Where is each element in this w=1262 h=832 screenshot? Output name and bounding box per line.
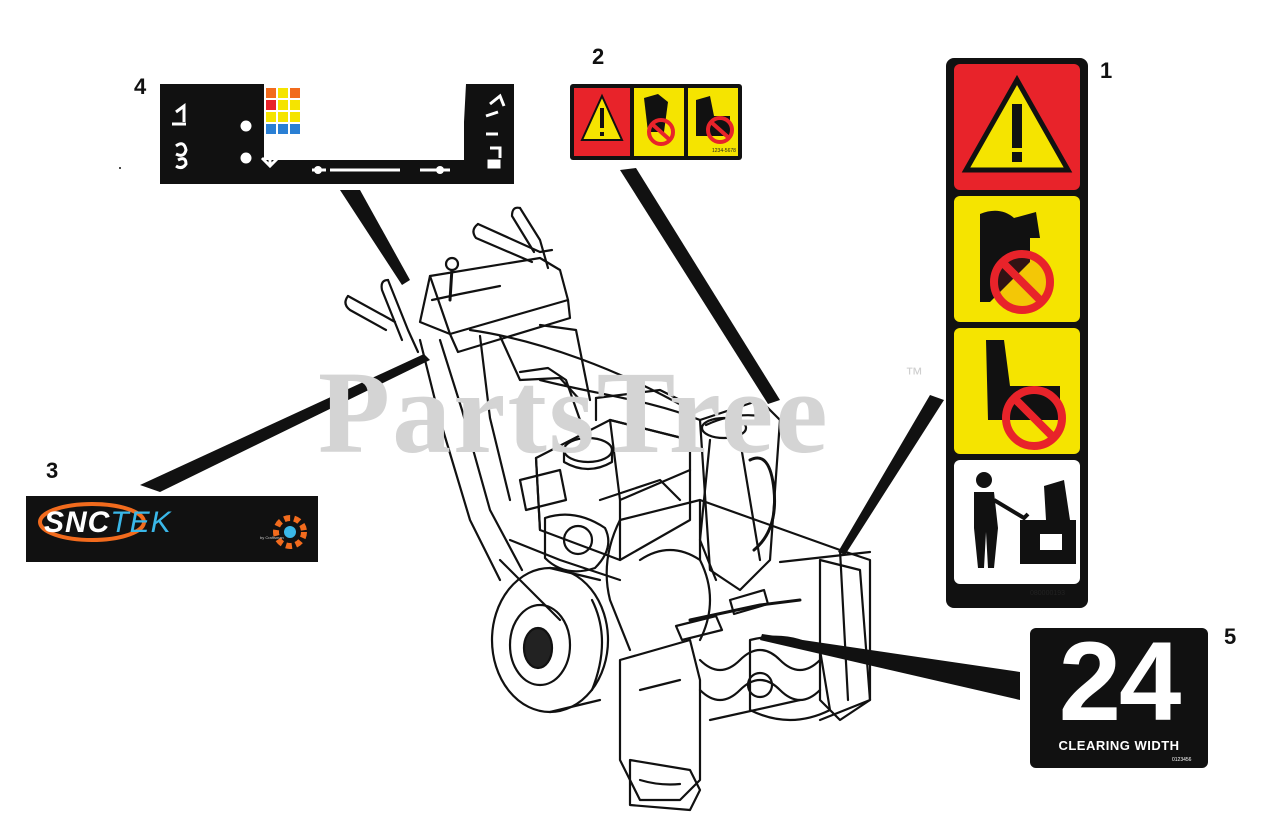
label-4-control-panel bbox=[119, 84, 514, 184]
label-3-snctek-badge bbox=[26, 496, 318, 562]
label-2-warning-strip bbox=[570, 84, 742, 160]
label-1-part-code: 080000193 bbox=[1030, 590, 1066, 597]
callout-5: 5 bbox=[1224, 624, 1237, 649]
no-chute-icon bbox=[696, 96, 734, 144]
callout-3: 3 bbox=[46, 458, 59, 483]
callout-4: 4 bbox=[134, 74, 147, 99]
label-2-part-code: 1234-5678 bbox=[712, 148, 736, 154]
clearing-width-number: 24 bbox=[1058, 619, 1182, 744]
gear-logo-icon bbox=[273, 515, 307, 549]
leader-line-1 bbox=[838, 395, 944, 555]
clearing-width-text: CLEARING WIDTH bbox=[1058, 738, 1180, 753]
snctek-by-text: by Craftsman bbox=[260, 535, 284, 540]
callout-2: 2 bbox=[592, 44, 605, 69]
no-hands-icon bbox=[644, 94, 675, 146]
leader-line-4 bbox=[340, 190, 410, 285]
leader-line-3 bbox=[140, 354, 430, 492]
snowblower-illustration bbox=[344, 206, 872, 812]
no-chute-icon bbox=[986, 340, 1066, 450]
snctek-logo-text: SNCTEK bbox=[44, 506, 172, 540]
snctek-brand-part2: TEK bbox=[110, 506, 172, 539]
snctek-brand-part1: SNC bbox=[44, 506, 111, 539]
leader-line-5 bbox=[760, 634, 1020, 700]
clearing-width-code: 0123456 bbox=[1172, 757, 1192, 763]
label-5-clearing-width bbox=[1030, 628, 1208, 768]
label-1-vertical-warning bbox=[946, 58, 1088, 608]
no-hands-icon bbox=[980, 210, 1054, 314]
trademark-symbol: ™ bbox=[905, 364, 923, 384]
watermark: PartsTree bbox=[318, 347, 830, 478]
leader-line-2 bbox=[620, 168, 780, 404]
callout-1: 1 bbox=[1100, 58, 1113, 83]
clear-chute-tool-icon bbox=[974, 472, 1076, 568]
